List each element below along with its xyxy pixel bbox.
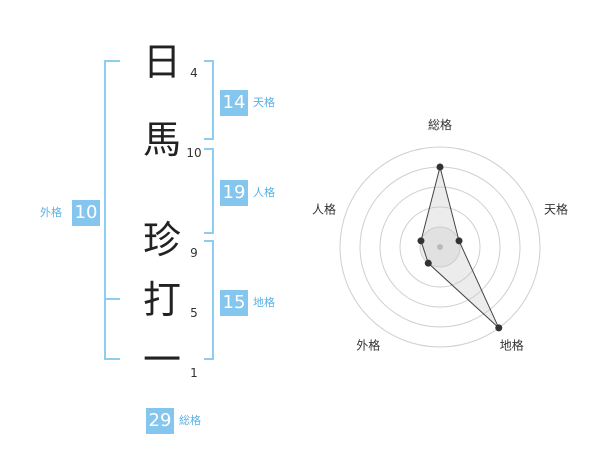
radar-data-polygon <box>420 166 500 329</box>
soukaku-value: 29 <box>146 408 174 434</box>
gaikaku-bracket-divider <box>106 298 120 300</box>
radar-point-2 <box>455 237 463 245</box>
stroke-count-5: 1 <box>190 366 198 380</box>
radar-axis-label-1: 総格 <box>428 117 452 132</box>
radar-point-1 <box>436 163 444 171</box>
name-char-1: 日 <box>142 40 181 84</box>
radar-axis-label-2: 天格 <box>544 201 568 216</box>
radar-axis-label-4: 外格 <box>356 338 380 353</box>
soukaku-label: 総格 <box>179 414 201 427</box>
radar-point-4 <box>424 259 432 267</box>
gaikaku-label: 外格 <box>40 206 62 219</box>
jinkaku-label: 人格 <box>253 186 275 199</box>
jinkaku-value: 19 <box>220 180 248 206</box>
chikaku-value: 15 <box>220 290 248 316</box>
stroke-count-1: 4 <box>190 66 198 80</box>
stroke-count-3: 9 <box>190 246 198 260</box>
radar-axis-label-3: 地格 <box>500 338 524 353</box>
stroke-count-4: 5 <box>190 306 198 320</box>
radar-point-5 <box>417 237 425 245</box>
gaikaku-bracket <box>104 60 120 360</box>
chikaku-label: 地格 <box>253 296 275 309</box>
chikaku-bracket <box>204 240 214 360</box>
radar-ring-3 <box>379 186 501 308</box>
jinkaku-bracket <box>204 148 214 234</box>
tenkaku-value: 14 <box>220 90 248 116</box>
radar-ring-2 <box>399 206 481 288</box>
name-char-4: 打 <box>142 278 181 322</box>
radar-center-dot <box>437 244 443 250</box>
tenkaku-bracket <box>204 60 214 140</box>
name-char-2: 馬 <box>142 118 181 162</box>
radar-ring-5 <box>339 146 541 348</box>
gaikaku-value: 10 <box>72 200 100 226</box>
radar-axis-label-5: 人格 <box>312 201 336 216</box>
stroke-count-2: 10 <box>186 146 202 160</box>
name-char-5: 一 <box>142 338 181 382</box>
radar-point-3 <box>495 324 503 332</box>
name-char-3: 珍 <box>142 218 181 262</box>
tenkaku-label: 天格 <box>253 96 275 109</box>
